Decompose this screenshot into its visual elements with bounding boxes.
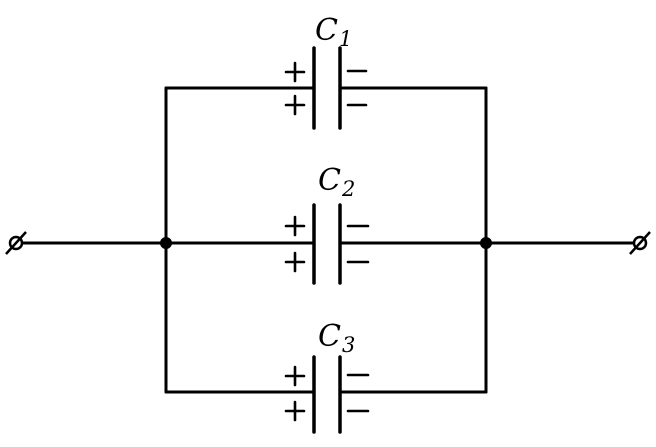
capacitor-c1: C1 [284, 13, 368, 130]
c3-label: C3 [318, 319, 355, 357]
left-junction-node [160, 237, 172, 249]
right-junction-node [480, 237, 492, 249]
c1-plus-sign-icon [284, 61, 306, 116]
c2-label: C2 [318, 163, 355, 201]
left-terminal-icon [5, 231, 27, 255]
c2-plus-sign-icon [284, 215, 306, 273]
c2-minus-sign-icon [346, 224, 370, 264]
c1-label: C1 [315, 13, 352, 51]
capacitor-c3: C3 [284, 319, 370, 434]
capacitor-c2: C2 [284, 163, 370, 285]
c3-minus-sign-icon [346, 373, 370, 413]
c1-minus-sign-icon [346, 69, 368, 107]
c3-plus-sign-icon [284, 365, 306, 422]
right-terminal-icon [629, 231, 651, 255]
